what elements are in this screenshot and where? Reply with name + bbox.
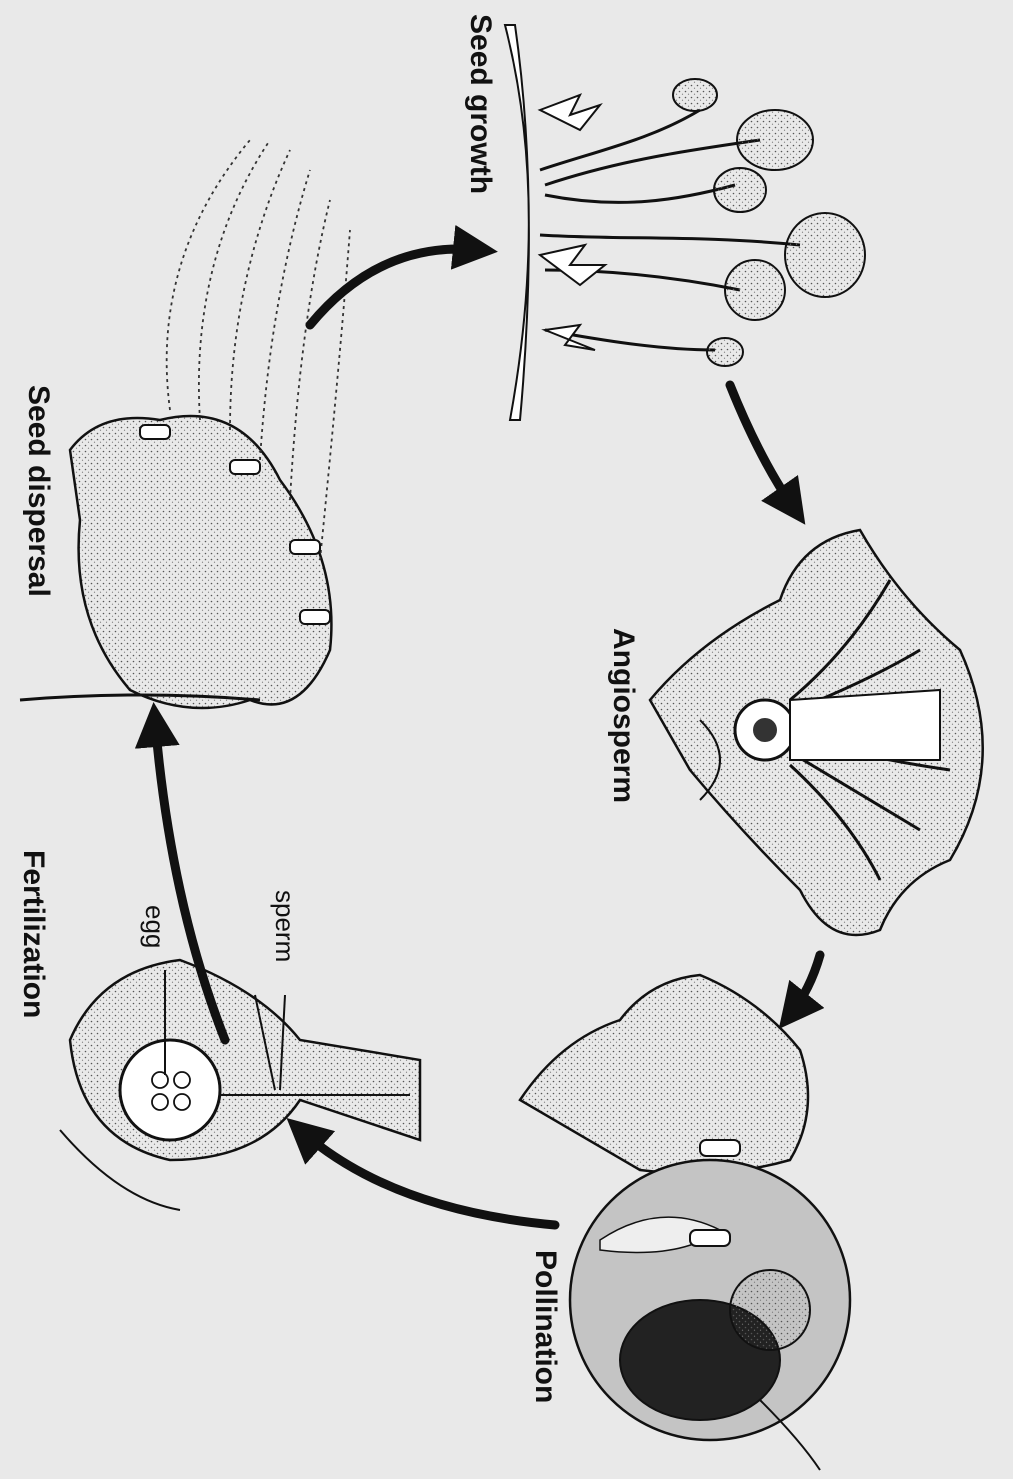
seed-growth-illustration — [505, 25, 865, 420]
arrow-pollination-to-fertilization — [300, 1130, 555, 1225]
pollination-illustration — [520, 975, 850, 1470]
angiosperm-flower-illustration — [650, 530, 983, 935]
arrow-dispersal-to-growth — [310, 249, 480, 325]
seed-growth-label: Seed growth — [463, 14, 497, 194]
pollination-label: Pollination — [528, 1250, 562, 1403]
egg-label: egg — [139, 905, 170, 948]
sperm-label: sperm — [269, 890, 300, 962]
arrow-angiosperm-to-pollination — [790, 955, 820, 1015]
angiosperm-label: Angiosperm — [606, 628, 640, 803]
arrow-growth-to-angiosperm — [730, 385, 795, 510]
seed-dispersal-label: Seed dispersal — [21, 385, 55, 597]
seed-dispersal-illustration — [20, 140, 350, 708]
fertilization-label: Fertilization — [16, 850, 50, 1018]
